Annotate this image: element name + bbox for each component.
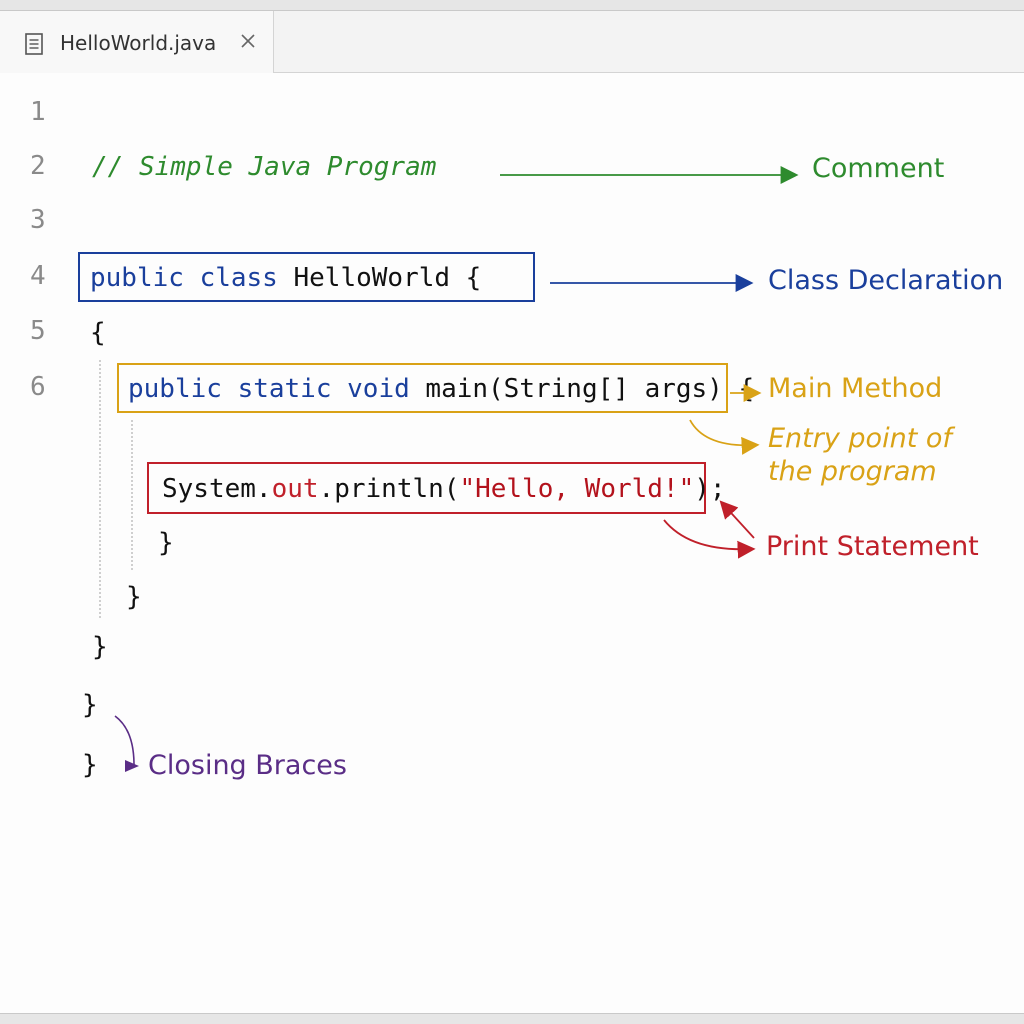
code-class-declaration[interactable]: public class HelloWorld { [90,263,481,293]
indent-guide [131,420,133,570]
annotation-entry-point-line2: the program [768,456,937,487]
tab-helloworld-java[interactable]: HelloWorld.java [0,11,274,73]
print-println: .println( [318,474,460,504]
line-number-5: 5 [30,316,46,346]
code-main-method[interactable]: public static void main(String[] args) { [128,374,754,404]
line-number-3: 3 [30,205,46,235]
line-number-1: 1 [30,97,46,127]
print-arrow-curve [663,519,756,559]
annotation-print-statement: Print Statement [766,531,979,562]
main-keywords: public static void [128,374,410,404]
print-statement-box [147,462,706,514]
code-close-brace-5[interactable]: } [82,750,98,780]
line-number-6: 6 [30,372,46,402]
class-declaration-box [78,252,535,302]
print-end: ); [694,474,726,504]
tab-label: HelloWorld.java [60,31,217,55]
code-print-statement[interactable]: System.out.println("Hello, World!"); [162,474,726,504]
code-close-brace-3[interactable]: } [92,632,108,662]
print-system: System. [162,474,272,504]
annotation-entry-point-line1: Entry point of [768,423,952,454]
braces-arrow-head [125,760,139,772]
main-method-box [117,363,728,413]
code-open-brace[interactable]: { [90,318,106,348]
class-name: HelloWorld { [277,263,482,293]
file-icon [24,33,44,59]
annotation-main-method: Main Method [768,373,943,404]
indent-guide [99,360,101,618]
code-close-brace-4[interactable]: } [82,690,98,720]
annotation-class-declaration: Class Declaration [768,265,1004,296]
annotation-comment: Comment [812,153,945,184]
entry-arrow [689,419,760,455]
code-close-brace-1[interactable]: } [158,528,174,558]
print-string: "Hello, World!" [459,474,695,504]
braces-arrow [114,715,135,766]
class-keywords: public class [90,263,278,293]
code-comment[interactable]: // Simple Java Program [92,152,437,182]
close-icon[interactable] [236,29,260,53]
print-arrow-up [719,500,755,539]
code-close-brace-2[interactable]: } [126,582,142,612]
line-number-4: 4 [30,261,46,291]
tab-bar: HelloWorld.java [0,11,1024,73]
line-number-2: 2 [30,151,46,181]
annotation-closing-braces: Closing Braces [148,750,347,781]
print-out: out [271,474,319,504]
